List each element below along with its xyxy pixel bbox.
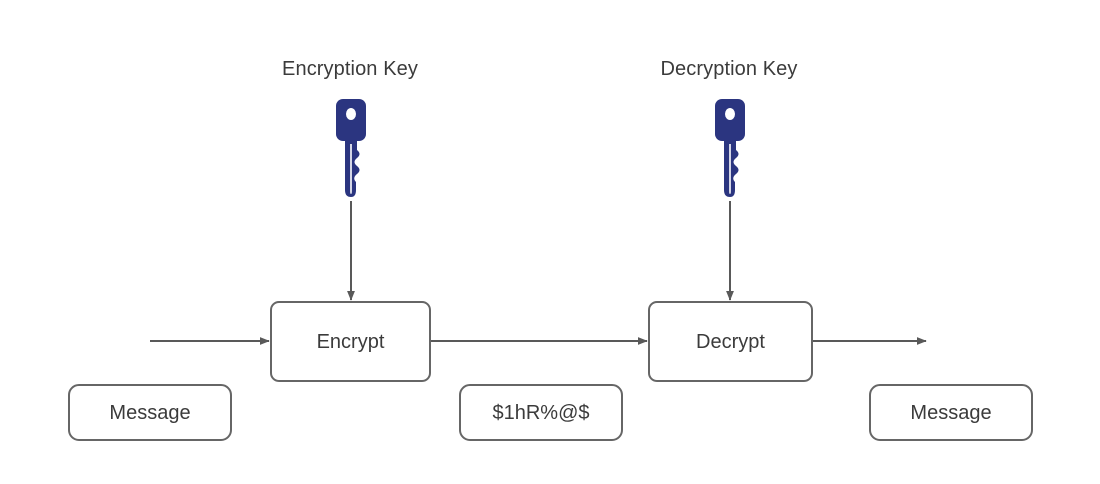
plaintext-input-node[interactable]: Message xyxy=(68,384,232,441)
decrypt-node[interactable]: Decrypt xyxy=(648,301,813,382)
encryption-key-label: Encryption Key xyxy=(282,58,418,80)
plaintext-output-node[interactable]: Message xyxy=(869,384,1033,441)
decryption-key-label: Decryption Key xyxy=(660,58,798,80)
encryption-key-icon xyxy=(331,98,371,202)
encrypt-node[interactable]: Encrypt xyxy=(270,301,431,382)
decryption-key-icon xyxy=(710,98,750,202)
ciphertext-node[interactable]: $1hR%@$ xyxy=(459,384,623,441)
